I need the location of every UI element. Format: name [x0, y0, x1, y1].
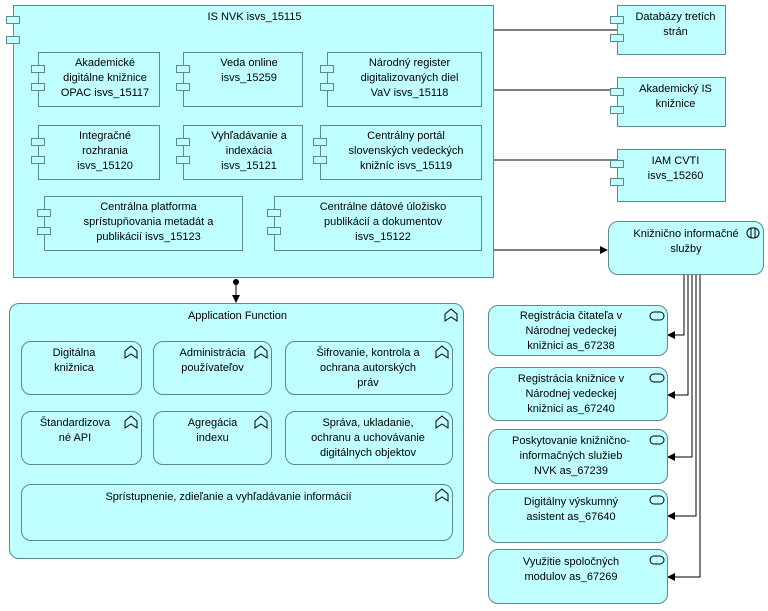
function-label: Administrácia používateľov	[179, 347, 246, 374]
service-icon	[649, 495, 665, 505]
component-icon	[37, 209, 51, 217]
function-label: Správa, ukladanie, ochranu a uchovávanie…	[311, 417, 425, 459]
interface-icon	[746, 227, 760, 239]
component-akademicke-kniznice[interactable]: Akademické digitálne knižnice OPAC isvs_…	[31, 52, 160, 107]
service-icon	[649, 555, 665, 565]
component-label: Národný register digitalizovaných diel V…	[360, 57, 459, 99]
function-label: Agregácia indexu	[187, 417, 238, 444]
component-icon	[6, 36, 20, 44]
component-vyhladavanie[interactable]: Vyhľadávanie a indexácia isvs_15121	[176, 125, 303, 180]
function-spristupnenie[interactable]: Sprístupnenie, zdieľanie a vyhľadávanie …	[21, 484, 453, 541]
external-label: Akademický IS knižnice	[639, 83, 712, 110]
function-sprava-ukladanie[interactable]: Správa, ukladanie, ochranu a uchovávanie…	[285, 411, 453, 465]
function-icon	[435, 488, 449, 502]
service-label: Registrácia knižnice v Národnej vedeckej…	[517, 373, 625, 415]
line-start-dot	[233, 279, 239, 285]
component-icon	[320, 65, 334, 73]
component-label: Vyhľadávanie a indexácia isvs_15121	[211, 130, 287, 172]
function-icon	[435, 345, 449, 359]
component-icon	[610, 178, 624, 186]
component-icon	[610, 88, 624, 96]
function-label: Digitálna knižnica	[52, 347, 96, 374]
component-veda-online[interactable]: Veda online isvs_15259	[176, 52, 303, 107]
component-label: Centrálne dátové úložisko publikácií a d…	[319, 201, 447, 243]
function-agregacia-indexu[interactable]: Agregácia indexu	[153, 411, 272, 465]
component-icon	[320, 83, 334, 91]
external-akademicky-is[interactable]: Akademický IS knižnice	[610, 77, 726, 127]
function-icon	[124, 345, 138, 359]
component-icon	[6, 16, 20, 24]
component-icon	[176, 65, 190, 73]
service-label: Registrácia čitateľa v Národnej vedeckej…	[519, 310, 623, 352]
component-icon	[267, 209, 281, 217]
external-iam-cvti[interactable]: IAM CVTI isvs_15260	[610, 149, 726, 202]
function-icon	[444, 308, 458, 322]
arrow-to-service-3	[667, 275, 693, 461]
service-poskytovanie[interactable]: Poskytovanie knižnično- informačných slu…	[488, 429, 668, 484]
component-icon	[176, 83, 190, 91]
arrow-to-service-4	[667, 275, 697, 520]
function-label: Sprístupnenie, zdieľanie a vyhľadávanie …	[105, 491, 352, 503]
component-label: Centrálny portál slovenských vedeckých k…	[348, 130, 464, 172]
component-icon	[313, 156, 327, 164]
function-icon	[254, 415, 268, 429]
service-registracia-kniznice[interactable]: Registrácia knižnice v Národnej vedeckej…	[488, 367, 668, 421]
component-icon	[610, 160, 624, 168]
external-label: IAM CVTI isvs_15260	[647, 155, 704, 182]
service-registracia-citatela[interactable]: Registrácia čitateľa v Národnej vedeckej…	[488, 305, 668, 356]
service-label: Knižnično informačné služby	[633, 228, 739, 255]
function-label: Šifrovanie, kontrola a ochrana autorskýc…	[316, 347, 420, 389]
service-kniznicno-informacne[interactable]: Knižnično informačné služby	[608, 221, 764, 275]
component-icon	[31, 83, 45, 91]
app-function-title: Application Function	[187, 310, 288, 322]
arrow-to-service-1	[667, 275, 685, 339]
function-icon	[254, 345, 268, 359]
service-label: Digitálny výskumný asistent as_67640	[523, 496, 619, 523]
arrow-to-service-2	[667, 275, 689, 399]
component-integracne-rozhrania[interactable]: Integračné rozhrania isvs_15120	[31, 125, 160, 180]
component-centralne-ulozisko[interactable]: Centrálne dátové úložisko publikácií a d…	[267, 196, 482, 251]
component-icon	[31, 156, 45, 164]
function-administracia[interactable]: Administrácia používateľov	[153, 341, 272, 395]
component-centralna-platforma[interactable]: Centrálna platforma sprístupňovania meta…	[37, 196, 243, 251]
function-label: Štandardizova né API	[39, 417, 111, 444]
component-icon	[610, 106, 624, 114]
function-icon	[435, 415, 449, 429]
service-label: Využitie spoločných modulov as_67269	[522, 556, 620, 583]
component-icon	[31, 138, 45, 146]
arrow-to-service-5	[667, 275, 701, 581]
nvk-title: IS NVK isvs_15115	[207, 11, 302, 23]
component-narodny-register[interactable]: Národný register digitalizovaných diel V…	[320, 52, 482, 107]
service-label: Poskytovanie knižnično- informačných slu…	[511, 435, 630, 477]
service-icon	[649, 435, 665, 445]
component-icon	[37, 227, 51, 235]
service-digitalny-asistent[interactable]: Digitálny výskumný asistent as_67640	[488, 489, 668, 543]
component-label: Centrálna platforma sprístupňovania meta…	[83, 201, 214, 243]
component-icon	[176, 156, 190, 164]
component-label: Akademické digitálne knižnice OPAC isvs_…	[60, 57, 150, 99]
service-icon	[649, 311, 665, 321]
nvk-component[interactable]: IS NVK isvs_15115 Akademické digitálne k…	[6, 5, 494, 278]
component-icon	[610, 16, 624, 24]
component-icon	[313, 138, 327, 146]
component-label: Veda online isvs_15259	[220, 57, 278, 84]
function-digitalna-kniznica[interactable]: Digitálna knižnica	[21, 341, 142, 395]
function-sifrovanie[interactable]: Šifrovanie, kontrola a ochrana autorskýc…	[285, 341, 453, 395]
function-icon	[124, 415, 138, 429]
service-icon	[649, 373, 665, 383]
component-icon	[610, 34, 624, 42]
component-icon	[267, 227, 281, 235]
component-icon	[176, 138, 190, 146]
component-centralny-portal[interactable]: Centrálny portál slovenských vedeckých k…	[313, 125, 482, 180]
component-label: Integračné rozhrania isvs_15120	[77, 130, 133, 172]
service-vyuzitie-modulov[interactable]: Využitie spoločných modulov as_67269	[488, 549, 668, 604]
external-label: Databázy tretích strán	[635, 11, 716, 38]
component-icon	[31, 65, 45, 73]
function-standardizovane-api[interactable]: Štandardizova né API	[21, 411, 142, 465]
application-function-group[interactable]: Application Function Digitálna knižnica …	[9, 303, 464, 559]
external-databazy[interactable]: Databázy tretích strán	[610, 5, 726, 55]
